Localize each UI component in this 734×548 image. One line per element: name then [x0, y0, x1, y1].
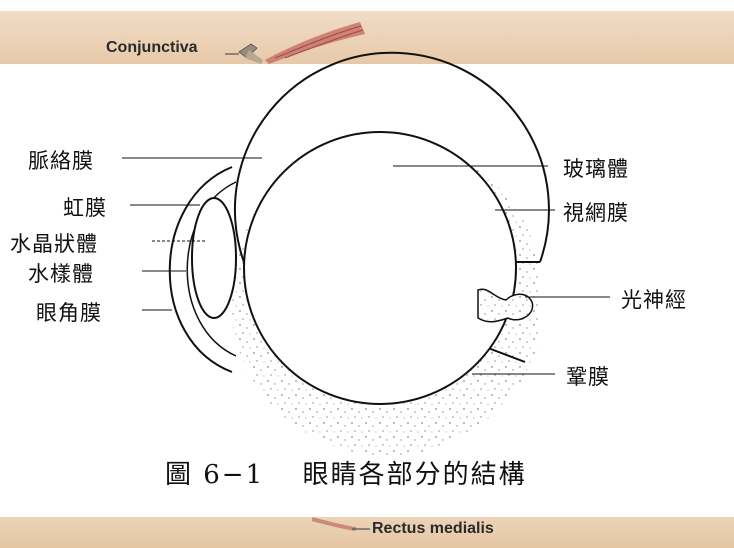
vitreous-cavity — [244, 132, 516, 404]
iris-label: 虹膜 — [63, 192, 107, 222]
figure-number: 圖 6−1 — [165, 460, 264, 490]
choroid-label: 脈絡膜 — [28, 145, 94, 175]
aqueous-label: 水樣體 — [28, 258, 94, 288]
optic-nerve-label: 光神經 — [621, 284, 687, 314]
sclera-label: 鞏膜 — [566, 361, 610, 391]
figure-caption: 圖 6−1 眼睛各部分的結構 — [165, 454, 527, 491]
lens — [192, 198, 236, 318]
retina-label: 視網膜 — [563, 197, 629, 227]
bottom-banner: Rectus medialis — [0, 517, 734, 548]
rectus-medialis-banner-label: Rectus medialis — [372, 520, 494, 538]
figure-title: 眼睛各部分的結構 — [303, 460, 527, 490]
lens-label: 水晶狀體 — [10, 228, 98, 258]
cornea-label: 眼角膜 — [36, 297, 102, 327]
muscle-tendon-icon — [312, 517, 372, 535]
vitreous-label: 玻璃體 — [563, 153, 629, 183]
